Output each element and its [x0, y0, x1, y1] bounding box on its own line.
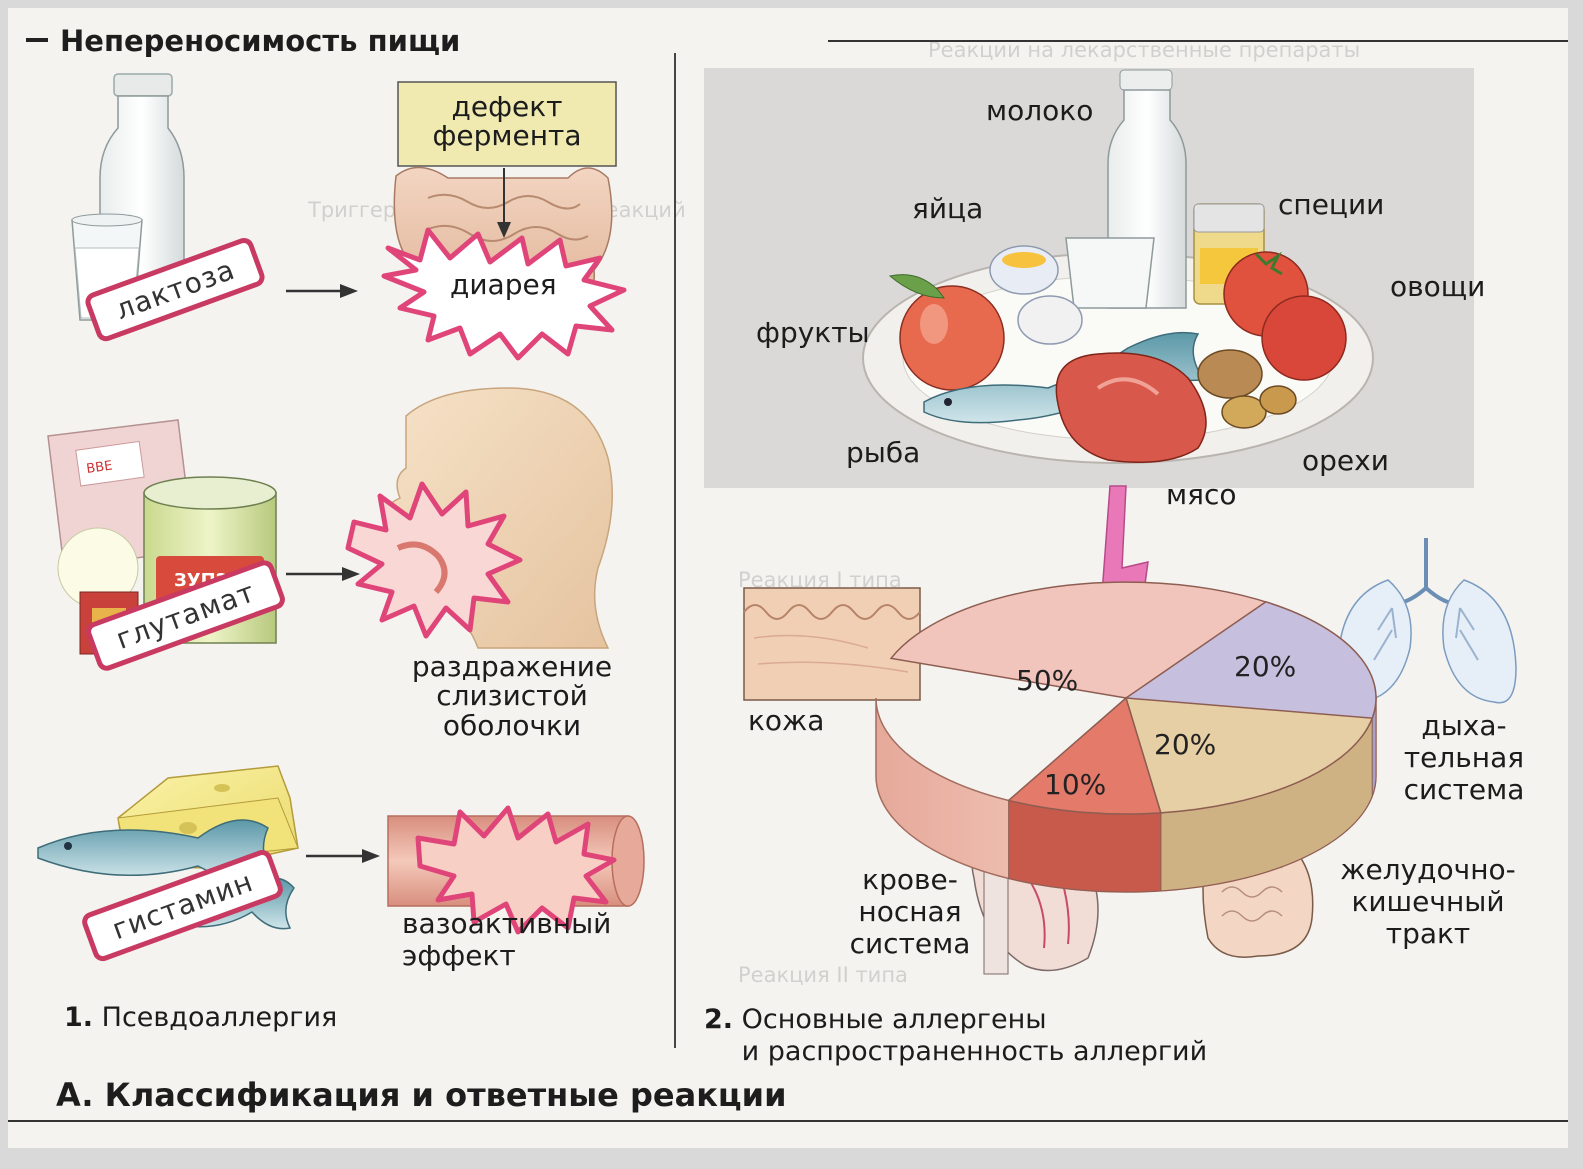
pie-value-label: 20%	[1154, 728, 1216, 761]
organ-label-respiratory: дыха- тельная система	[1403, 709, 1525, 807]
food-label-milk: молоко	[986, 94, 1094, 127]
meat-icon	[1055, 352, 1207, 464]
illustration-layer: ВВЕ ЗУПЭ	[37, 68, 1517, 975]
apple-icon	[888, 274, 1005, 391]
food-label-fish: рыба	[846, 436, 921, 469]
food-label-meat: мясо	[1166, 478, 1237, 511]
panel-1-caption-text: Псевдоаллергия	[101, 1002, 338, 1033]
header-dash	[26, 38, 48, 42]
defect-arrowhead	[497, 222, 511, 238]
pie-slice	[1124, 697, 1374, 814]
svg-text:ВВЕ: ВВЕ	[86, 458, 114, 476]
figure-title: A. Классификация и ответные реакции	[56, 1076, 787, 1114]
bleed-text: Реакция II типа	[738, 963, 908, 987]
panel-2-caption: 2. Основные аллергены и распространеннос…	[704, 1004, 1207, 1069]
glass-icon	[1065, 237, 1155, 309]
organ-label-skin: кожа	[748, 704, 825, 737]
vasoactive-flash	[415, 805, 617, 935]
effect-label-irritation: раздражение слизистой оболочки	[411, 650, 613, 742]
enzyme-defect-box	[397, 81, 617, 167]
allergy-prevalence-pie-chart: 50% 20% 20% 10%	[875, 581, 1377, 893]
effect-label-diarrhea: диарея	[450, 268, 557, 301]
bottom-rule	[8, 1120, 1568, 1122]
effect-label-vasoactive: вазоактивный эффект	[402, 907, 612, 973]
panel-2-caption-text: Основные аллергены и распространенность …	[741, 1004, 1208, 1068]
organ-label-gi: желудочно- кишечный тракт	[1340, 853, 1516, 951]
food-label-fruits: фрукты	[756, 316, 870, 349]
skin-sample-icon	[743, 587, 921, 701]
diarrhea-flash	[381, 227, 627, 361]
textbook-page: Реакции на лекарственные препараты Тригг…	[8, 8, 1568, 1148]
irritation-flash	[345, 481, 523, 639]
tomato-icon	[1223, 251, 1347, 381]
pie-slice	[1007, 696, 1162, 815]
section-title: Непереносимость пищи	[60, 24, 461, 58]
bleed-text: Реакции на лекарственные препараты	[928, 38, 1361, 62]
panel-1-number: 1.	[64, 1002, 94, 1033]
food-label-nuts: орехи	[1302, 444, 1389, 477]
organ-label-circulatory: крове- носная система	[849, 863, 971, 961]
pie-value-label: 20%	[1234, 650, 1296, 683]
pie-value-label: 10%	[1044, 768, 1106, 801]
food-label-vegetables: овощи	[1390, 270, 1486, 303]
food-label-eggs: яйца	[912, 192, 984, 225]
egg-icon	[989, 245, 1083, 345]
enzyme-defect-label: дефект фермента	[432, 90, 582, 153]
nuts-icon	[1197, 349, 1297, 429]
panel-2-number: 2.	[704, 1004, 734, 1035]
food-label-spices: специи	[1278, 188, 1385, 221]
pie-value-label: 50%	[1016, 664, 1078, 697]
pie-slice	[1123, 601, 1377, 731]
panel-1-caption: 1. Псевдоаллергия	[64, 1002, 338, 1033]
panel-divider	[674, 53, 676, 1048]
header-rule	[828, 40, 1568, 42]
